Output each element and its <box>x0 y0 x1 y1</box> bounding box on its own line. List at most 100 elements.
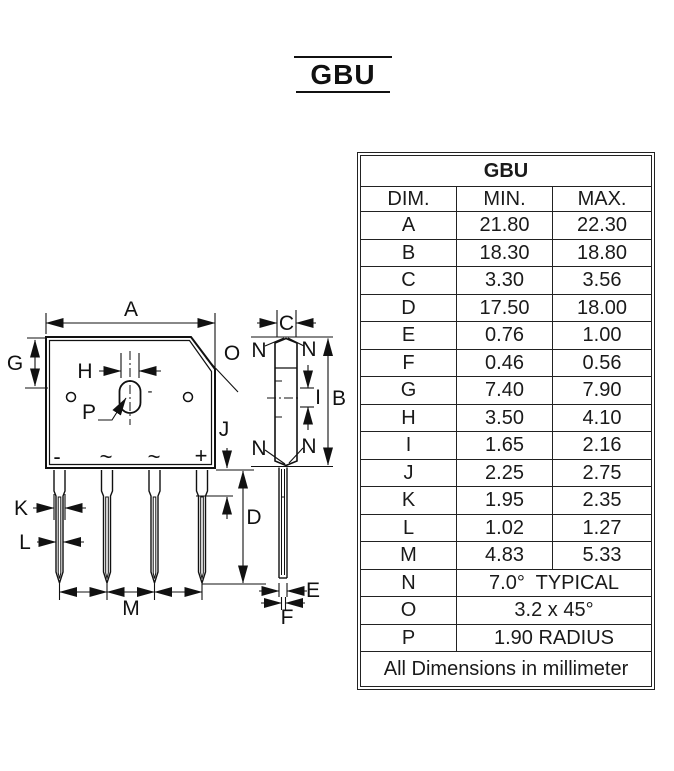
table-column-header-row: DIM. MIN. MAX. <box>359 186 652 212</box>
dim-label-J: J <box>219 418 230 441</box>
pin-hole-right <box>182 391 194 403</box>
cell-value: 1.90 RADIUS <box>456 623 652 652</box>
cell-dim: N <box>359 568 458 597</box>
dim-label-A: A <box>124 298 138 321</box>
dim-label-C: C <box>279 312 294 335</box>
dim-label-H: H <box>77 360 92 383</box>
front-view: A G H - P O - ~ ~ + <box>7 298 266 620</box>
cell-dim: B <box>359 238 458 267</box>
cell-dim: L <box>359 513 458 542</box>
cell-value: 7.0° TYPICAL <box>456 568 652 597</box>
cell-max: 18.00 <box>552 293 652 322</box>
cell-max: 1.27 <box>552 513 652 542</box>
cell-max: 22.30 <box>552 211 652 240</box>
dim-label-D: D <box>246 506 261 529</box>
lead-pin-inner <box>57 496 62 579</box>
dim-O-leader <box>205 357 239 393</box>
cell-min: 1.95 <box>456 486 554 515</box>
cell-min: 3.50 <box>456 403 554 432</box>
cell-max: 3.56 <box>552 266 652 295</box>
table-title-row: GBU <box>360 155 652 187</box>
terminal-ac2: ~ <box>148 444 161 469</box>
column-header-dim: DIM. <box>359 186 458 212</box>
cell-min: 4.83 <box>456 541 554 570</box>
page-title: GBU <box>310 59 375 90</box>
cell-max: 7.90 <box>552 376 652 405</box>
cell-max: 2.35 <box>552 486 652 515</box>
side-body-outline <box>274 337 298 467</box>
cell-dim: G <box>359 376 458 405</box>
terminal-ac1: ~ <box>100 444 113 469</box>
dim-label-N: N <box>301 338 316 361</box>
lead-pin <box>148 470 161 586</box>
dim-label-G: G <box>7 352 23 375</box>
dim-label-L: L <box>19 531 31 554</box>
cell-max: 5.33 <box>552 541 652 570</box>
lead-pin-inner <box>200 496 204 579</box>
body-inner-outline <box>48 339 213 466</box>
lead-pin <box>100 470 114 586</box>
lead-pin <box>53 470 66 586</box>
dim-label-N: N <box>301 435 316 458</box>
cell-dim: I <box>359 431 458 460</box>
cell-dim: K <box>359 486 458 515</box>
dim-label-N: N <box>251 339 266 362</box>
cell-max: 2.75 <box>552 458 652 487</box>
cell-dim: D <box>359 293 458 322</box>
cell-min: 2.25 <box>456 458 554 487</box>
dim-N-leader <box>264 449 286 465</box>
terminal-negative: - <box>53 444 60 469</box>
column-header-max: MAX. <box>552 186 652 212</box>
table-title: GBU <box>360 155 652 187</box>
cell-min: 3.30 <box>456 266 554 295</box>
cell-min: 7.40 <box>456 376 554 405</box>
column-header-min: MIN. <box>456 186 554 212</box>
pin-hole-left <box>65 391 77 403</box>
slot-polarity-mark: - <box>148 383 153 400</box>
dim-label-P: P <box>82 401 96 424</box>
dim-N-leader <box>287 337 305 347</box>
cell-dim: E <box>359 321 458 350</box>
cell-dim: O <box>359 596 458 625</box>
dim-N-leader <box>288 447 304 464</box>
dim-P-leader <box>98 397 127 421</box>
cell-min: 0.76 <box>456 321 554 350</box>
cell-min: 1.02 <box>456 513 554 542</box>
mounting-slot <box>118 380 142 414</box>
body-outline <box>45 336 216 469</box>
dim-N-leader <box>264 337 285 347</box>
lead-pin <box>195 470 209 586</box>
table-footer-row: All Dimensions in millimeter <box>360 651 652 687</box>
page-title-block: GBU <box>294 56 392 93</box>
cell-min: 18.30 <box>456 238 554 267</box>
dim-label-K: K <box>14 497 28 520</box>
side-lead-pin <box>278 467 288 579</box>
cell-min: 17.50 <box>456 293 554 322</box>
cell-min: 0.46 <box>456 348 554 377</box>
cell-max: 2.16 <box>552 431 652 460</box>
cell-dim: J <box>359 458 458 487</box>
cell-dim: P <box>359 623 458 652</box>
cell-dim: M <box>359 541 458 570</box>
lead-pin-inner <box>152 496 157 579</box>
dim-label-M: M <box>122 597 140 620</box>
cell-max: 0.56 <box>552 348 652 377</box>
table-footer-note: All Dimensions in millimeter <box>360 651 652 687</box>
